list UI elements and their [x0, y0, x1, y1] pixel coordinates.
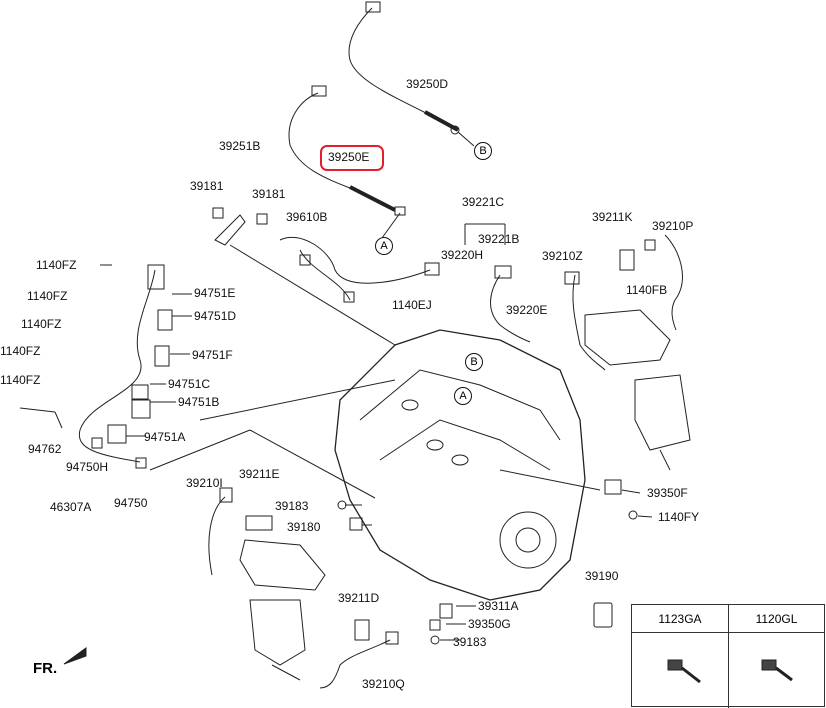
label-39251b: 39251B: [219, 139, 261, 153]
harness-39610b: [279, 236, 431, 284]
label-39610b: 39610B: [286, 210, 328, 224]
label-39210z: 39210Z: [542, 249, 583, 263]
label-94751b: 94751B: [178, 395, 220, 409]
label-39210i: 39210I: [186, 476, 223, 490]
label-1140fz-2: 1140FZ: [27, 289, 68, 303]
label-39221c: 39221C: [462, 195, 505, 209]
label-39183-bottom: 39183: [453, 635, 487, 649]
label-39211k: 39211K: [592, 210, 633, 224]
label-94762: 94762: [28, 442, 62, 456]
label-1140fb: 1140FB: [626, 283, 668, 297]
bolt-1120gl-icon: [761, 659, 793, 682]
bolt-1123ga-icon: [667, 659, 701, 684]
catalytic-converter-left: [249, 599, 306, 666]
ref-a-engine: A: [454, 387, 472, 405]
sensor-39250d-body: [424, 110, 459, 132]
table-divider: [728, 605, 729, 708]
front-arrow-icon: [63, 647, 87, 665]
relay-39190: [593, 602, 613, 628]
label-94751f: 94751F: [192, 348, 233, 362]
label-94750: 94750: [114, 496, 148, 510]
label-1140fy: 1140FY: [658, 510, 700, 524]
label-94751c: 94751C: [168, 377, 211, 391]
label-94751d: 94751D: [194, 309, 237, 323]
label-39221b: 39221B: [478, 232, 520, 246]
catalytic-converter-right: [634, 374, 691, 451]
exhaust-manifold-left: [239, 539, 326, 591]
label-94750h: 94750H: [66, 460, 109, 474]
engine-block: [334, 329, 586, 601]
bracket-39251b: [214, 214, 246, 246]
label-39250e: 39250E: [328, 150, 370, 164]
sensor-39250e-cable: [288, 92, 356, 191]
label-39180: 39180: [287, 520, 321, 534]
table-header-1120gl: 1120GL: [729, 605, 824, 633]
highlight-box: [320, 145, 384, 171]
label-39181-right: 39181: [252, 187, 286, 201]
label-39181-left: 39181: [190, 179, 224, 193]
ref-a-top: A: [375, 237, 393, 255]
label-39220h: 39220H: [441, 248, 484, 262]
label-1140fz-1: 1140FZ: [36, 258, 77, 272]
label-39211d: 39211D: [338, 591, 380, 605]
harness-94751: [78, 269, 156, 463]
sensor-39250d-cable: [348, 7, 441, 121]
label-46307a: 46307A: [50, 500, 92, 514]
fastener-table: 1123GA 1120GL: [631, 604, 825, 708]
label-39190: 39190: [585, 569, 619, 583]
label-1140fz-3: 1140FZ: [21, 317, 62, 331]
label-39183-top: 39183: [275, 499, 309, 513]
front-direction-label: FR.: [33, 660, 58, 677]
label-39220e: 39220E: [506, 303, 548, 317]
label-1140ej: 1140EJ: [392, 298, 432, 312]
label-39210q: 39210Q: [362, 677, 405, 691]
label-39311a: 39311A: [478, 599, 519, 613]
sensor-39250e-body: [349, 185, 396, 212]
label-39350g: 39350G: [468, 617, 511, 631]
label-94751e: 94751E: [194, 286, 236, 300]
label-1140fz-4: 1140FZ: [0, 344, 41, 358]
label-39211e: 39211E: [239, 467, 280, 481]
label-39350f: 39350F: [647, 486, 688, 500]
ref-b-top: B: [474, 142, 492, 160]
label-39210p: 39210P: [652, 219, 694, 233]
exhaust-manifold-right: [584, 309, 671, 366]
ref-b-engine: B: [465, 353, 483, 371]
label-1140fz-5: 1140FZ: [0, 373, 41, 387]
label-39250d: 39250D: [406, 77, 449, 91]
label-94751a: 94751A: [144, 430, 186, 444]
table-header-1123ga: 1123GA: [632, 605, 728, 633]
